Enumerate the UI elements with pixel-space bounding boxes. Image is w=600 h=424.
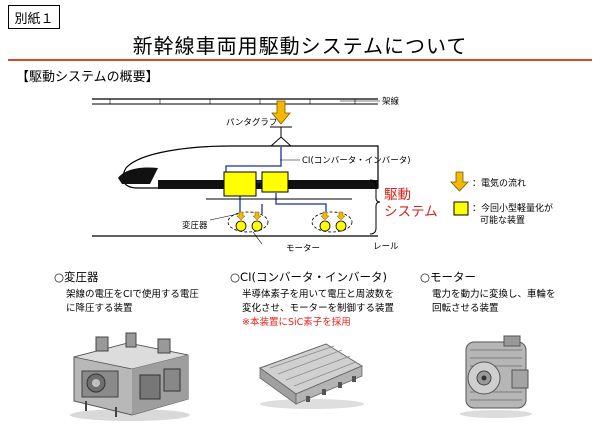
label-drive-system: 駆動 システム	[384, 187, 438, 220]
motor-illustration	[460, 335, 532, 418]
label-pantograph: パンタグラフ	[226, 118, 278, 128]
pantograph-flow-arrow	[271, 100, 291, 125]
component-title: ○CI(コンバータ・インバータ)	[230, 270, 387, 284]
converter-illustration	[258, 343, 364, 409]
motor-group-right	[311, 211, 353, 233]
transformer-box	[223, 171, 257, 197]
label-converter: CI(コンバータ・インバータ)	[302, 156, 411, 166]
label-motor: モーター	[286, 244, 321, 254]
legend-flow-label: ：電気の流れ	[472, 179, 527, 189]
motor-group-left	[227, 211, 269, 233]
legend-device-label: ：今回小型軽量化が 可能な装置	[472, 204, 554, 226]
motor-icons	[235, 220, 347, 232]
component-motor: ○モーター 電力を動力に変換し、車輪を 回転させる装置	[420, 270, 556, 314]
pantograph	[269, 126, 293, 148]
document-tag: 別紙１	[8, 5, 60, 29]
drive-system-brace	[369, 179, 381, 235]
label-rail: レール	[373, 242, 399, 252]
sic-note: ※本装置にSiC素子を採用	[242, 317, 351, 328]
converter-box	[261, 171, 289, 193]
section-heading: 【駆動システムの概要】	[16, 70, 159, 85]
overhead-line	[92, 98, 378, 105]
label-overhead-line: 架線	[382, 97, 400, 107]
component-converter: ○CI(コンバータ・インバータ) 半導体素子を用いて電圧と周波数を 変化させ、モ…	[230, 270, 395, 328]
train-nose	[118, 167, 158, 184]
transformer-illustration	[70, 332, 190, 421]
title-divider	[8, 59, 592, 61]
component-title: ○変圧器	[54, 270, 99, 284]
legend-device-icon	[453, 201, 469, 216]
component-title: ○モーター	[420, 270, 477, 284]
label-transformer: 変圧器	[182, 221, 208, 231]
motor-flow-arrows	[236, 211, 346, 221]
page-title: 新幹線車両用駆動システムについて	[132, 34, 468, 58]
component-transformer: ○変圧器 架線の電圧をCIで使用する電圧 に降圧する装置	[54, 270, 199, 314]
legend-flow-arrow-icon	[450, 171, 469, 192]
